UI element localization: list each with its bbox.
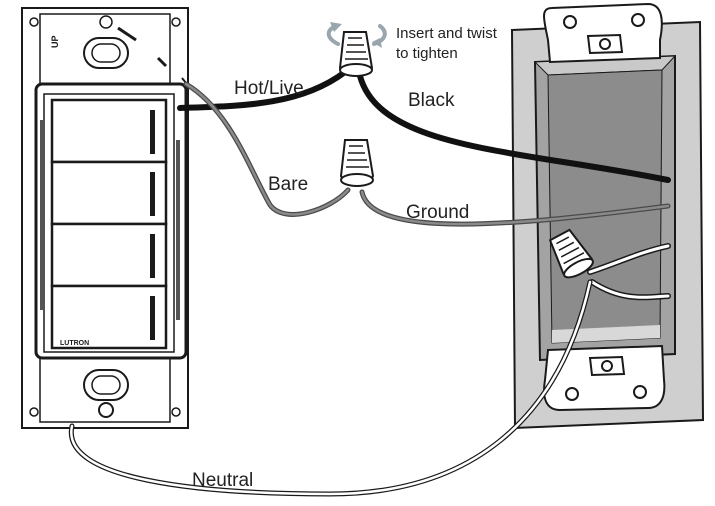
wire-nut-icon bbox=[338, 31, 374, 77]
keypad-button-3 bbox=[50, 222, 168, 288]
hot-live-label: Hot/Live bbox=[234, 78, 304, 99]
black-label: Black bbox=[408, 90, 455, 111]
twist-arrows-icon bbox=[326, 22, 387, 48]
keypad-switch: UP LUTRON bbox=[21, 7, 191, 429]
box-top-tab bbox=[543, 2, 663, 64]
keypad-button-1 bbox=[50, 98, 168, 164]
bare-label: Bare bbox=[268, 174, 309, 195]
box-bottom-tab bbox=[543, 344, 666, 412]
instruction-line-2: to tighten bbox=[396, 45, 458, 62]
black-wire bbox=[357, 73, 671, 183]
keypad-buttons bbox=[50, 98, 168, 350]
wire-nut-icon bbox=[339, 139, 375, 187]
keypad-button-2 bbox=[50, 160, 168, 226]
brand-marking: LUTRON bbox=[60, 340, 89, 347]
hot-live-wire bbox=[177, 69, 348, 111]
neutral-label: Neutral bbox=[192, 470, 254, 491]
up-marking: UP bbox=[50, 35, 60, 48]
ground-label: Ground bbox=[406, 202, 470, 223]
instruction-line-1: Insert and twist bbox=[396, 25, 497, 42]
keypad-button-4 bbox=[50, 284, 168, 350]
wire-nut-icon bbox=[548, 228, 594, 279]
wall-box bbox=[510, 2, 705, 430]
